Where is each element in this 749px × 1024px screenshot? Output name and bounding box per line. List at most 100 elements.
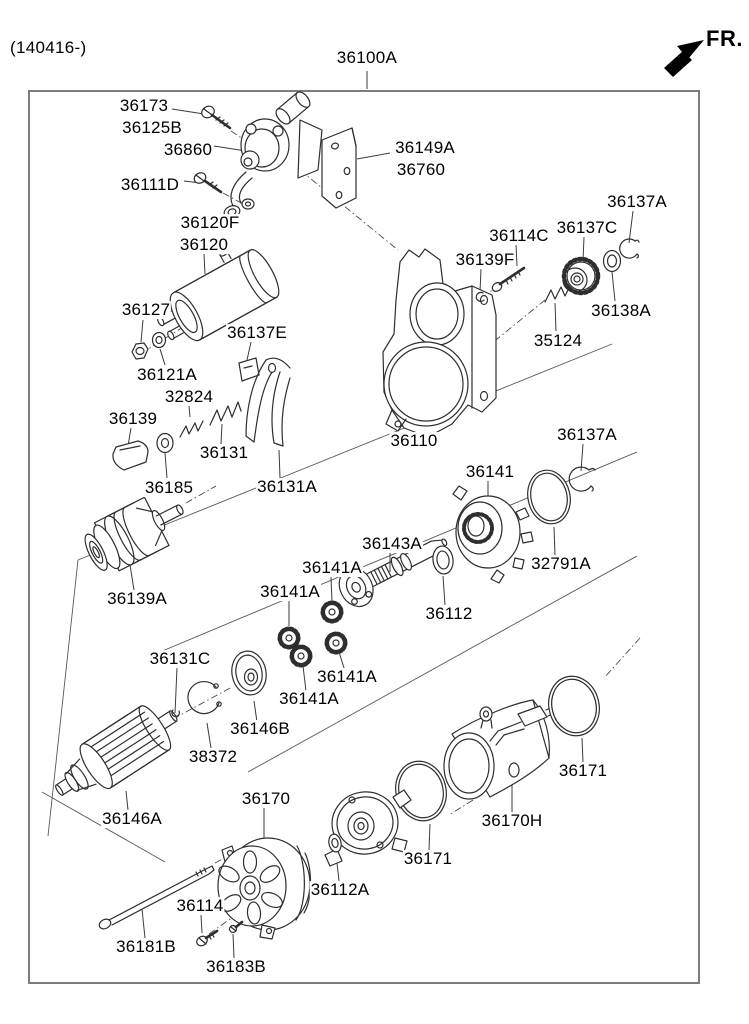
- shift-lever-36131A-drawing: [245, 357, 291, 447]
- part-label-36111D: 36111D: [119, 175, 181, 195]
- leader-line: [164, 452, 168, 479]
- part-label-36170: 36170: [240, 789, 292, 809]
- part-label-38372: 38372: [187, 747, 239, 767]
- part-label-36183B: 36183B: [205, 957, 267, 977]
- leader-line: [611, 271, 616, 302]
- leader-line: [302, 665, 307, 692]
- part-label-36181B: 36181B: [115, 937, 177, 957]
- part-label-36127: 36127: [120, 300, 172, 320]
- packing-36139-drawing: [112, 440, 149, 471]
- part-label-36112: 36112: [424, 604, 474, 624]
- leader-line: [206, 722, 212, 749]
- leader-line: [246, 341, 252, 361]
- part-label-36139: 36139: [107, 409, 159, 429]
- dash-line: [603, 637, 641, 679]
- washer-36112-drawing: [432, 545, 454, 575]
- snap-ring-36137A-upper-drawing: [619, 238, 640, 259]
- clip-36139F-drawing: [475, 291, 485, 302]
- mounting-bracket-drawing: [321, 127, 357, 209]
- leader-line: [188, 405, 191, 418]
- dash-line: [185, 485, 217, 504]
- part-label-36141A: 36141A: [278, 689, 340, 709]
- part-label-32824: 32824: [163, 387, 215, 407]
- part-label-36146B: 36146B: [229, 719, 291, 739]
- leader-line: [220, 423, 223, 445]
- planet-gear-36141A-4-drawing: [289, 644, 313, 668]
- leader-line: [581, 737, 584, 763]
- leader-line: [582, 236, 585, 262]
- part-label-36139A: 36139A: [106, 589, 168, 609]
- washer-36185-drawing: [156, 432, 174, 454]
- clutch-housing-36141-drawing: [452, 485, 534, 584]
- leader-line: [253, 700, 258, 723]
- part-label-36110: 36110: [389, 431, 439, 451]
- part-label-36146A: 36146A: [101, 809, 163, 829]
- front-direction-marker: FR.: [660, 26, 743, 80]
- front-bracket-36110-drawing: [382, 248, 497, 438]
- nut-36127-drawing: [131, 342, 149, 360]
- dash-line: [172, 686, 233, 720]
- part-label-36141A: 36141A: [301, 558, 363, 578]
- part-label-36120: 36120: [178, 235, 230, 255]
- part-label-36139F: 36139F: [454, 250, 516, 270]
- revision-code: (140416-): [10, 38, 87, 57]
- part-label-36131C: 36131C: [148, 649, 212, 669]
- circlip-38372-drawing: [187, 680, 222, 715]
- part-label-36138A: 36138A: [590, 301, 652, 321]
- through-bolt-36181B-drawing: [98, 865, 215, 930]
- circlip-36131C-drawing: [171, 709, 181, 718]
- screw-36183B-drawing: [228, 920, 244, 934]
- part-label-36114C: 36114C: [488, 226, 550, 246]
- dash-line: [448, 799, 474, 816]
- o-ring-36171-right-drawing: [548, 675, 600, 737]
- leader-line: [553, 526, 556, 556]
- washer-36112A-drawing: [328, 833, 342, 853]
- snap-ring-36137A-mid-drawing: [568, 466, 596, 492]
- dash-line: [222, 192, 244, 205]
- part-label-36185: 36185: [143, 478, 195, 498]
- part-label-36114: 36114: [175, 896, 225, 916]
- spring-35124-drawing: [544, 285, 571, 303]
- planet-gear-36141A-3-drawing: [324, 631, 348, 655]
- screw-36173-drawing: [201, 105, 232, 130]
- leader-line: [159, 348, 166, 366]
- part-label-36860: 36860: [162, 140, 214, 160]
- dash-line: [299, 169, 399, 251]
- leader-line: [203, 253, 206, 275]
- spring-36131-drawing: [209, 401, 242, 426]
- leader-line: [141, 908, 146, 939]
- part-label-36141A: 36141A: [316, 667, 378, 687]
- part-label-36137A: 36137A: [556, 425, 618, 445]
- part-label-36137C: 36137C: [555, 218, 619, 238]
- part-label-36149A: 36149A: [394, 138, 456, 158]
- leader-line: [628, 210, 634, 244]
- bolt-36114C-drawing: [491, 266, 526, 292]
- leader-line: [479, 268, 482, 293]
- guide-line: [247, 555, 638, 773]
- leader-line: [554, 302, 557, 332]
- part-label-36131A: 36131A: [256, 477, 318, 497]
- yoke-36170H-drawing: [443, 699, 561, 800]
- leader-line: [515, 244, 518, 267]
- washer-36138A-drawing: [602, 249, 622, 273]
- solenoid-36120-drawing: [157, 249, 280, 342]
- part-label-36137A: 36137A: [606, 192, 668, 212]
- part-label-36171: 36171: [402, 849, 454, 869]
- leader-line: [129, 564, 135, 591]
- part-label-36141: 36141: [464, 462, 516, 482]
- leader-line: [580, 443, 584, 472]
- part-label-32791A: 32791A: [530, 554, 592, 574]
- o-ring-32791A-drawing: [527, 469, 571, 525]
- o-ring-36171-left-drawing: [395, 760, 447, 822]
- planet-gear-36141A-2-drawing: [277, 626, 301, 650]
- washer-plate-36146B-drawing: [231, 650, 267, 696]
- leader-line: [200, 914, 203, 934]
- leader-line: [232, 933, 235, 959]
- washer-36121A-drawing: [151, 331, 167, 349]
- plate-36137E-drawing: [238, 357, 260, 382]
- part-label-36131: 36131: [198, 443, 250, 463]
- guide-line: [77, 343, 613, 561]
